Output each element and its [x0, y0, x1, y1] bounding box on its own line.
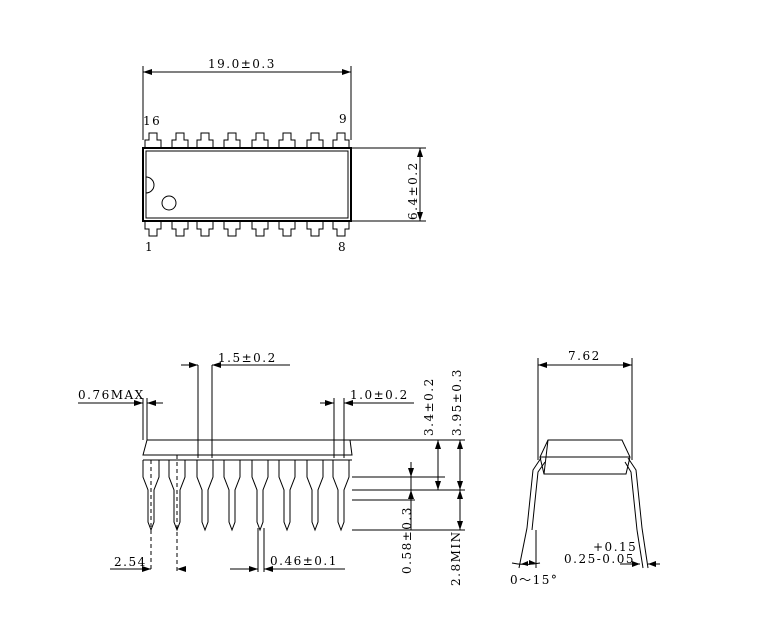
width-dim-label: 6.4±0.2: [406, 161, 420, 220]
front-lead: [223, 460, 241, 532]
pin-9-label: 9: [339, 112, 348, 126]
front-view: 1.5±0.2 0.76MAX 1.0±0.2 3.4±0.2 3.95±0.: [78, 351, 465, 586]
pin-1-label: 1: [145, 240, 154, 254]
front-lead: [306, 460, 324, 532]
front-lead: [278, 460, 296, 532]
pitch-label: 2.54: [114, 555, 147, 569]
front-lead: [196, 460, 214, 532]
bottom-pin: [332, 221, 350, 237]
bottom-pin: [223, 221, 241, 237]
top-pin: [251, 132, 269, 148]
lead-length-label: 2.8MIN: [449, 530, 463, 586]
pin1-notch: [145, 176, 155, 194]
total-height-label: 3.95±0.3: [450, 368, 464, 436]
bottom-pin: [196, 221, 214, 237]
end-lead-label: 1.0±0.2: [350, 388, 409, 402]
standoff-label: 0.58±0.3: [400, 506, 414, 574]
bottom-pin: [144, 221, 162, 237]
pin-8-label: 8: [338, 240, 347, 254]
package-body-inner: [145, 150, 349, 219]
front-lead: [251, 460, 269, 532]
top-pin: [196, 132, 214, 148]
length-dim-label: 19.0±0.3: [208, 57, 276, 71]
top-pin: [171, 132, 189, 148]
row-spacing-label: 7.62: [568, 349, 601, 363]
end-overhang-label: 0.76MAX: [78, 388, 145, 402]
top-pin: [144, 132, 162, 148]
thickness-label: 0.25-0.05: [564, 552, 635, 566]
front-body: [142, 439, 353, 456]
lead-width-top-label: 1.5±0.2: [218, 351, 277, 365]
bottom-pin-row: [144, 221, 350, 237]
lead-width-label: 0.46±0.1: [270, 554, 338, 568]
top-pin: [332, 132, 350, 148]
bottom-pin: [251, 221, 269, 237]
top-view: 19.0±0.3 6.4±0.2 16 9 1 8: [142, 57, 426, 254]
side-lead-right: [627, 457, 643, 529]
top-pin-row: [144, 132, 350, 148]
angle-label: 0～15°: [510, 573, 558, 587]
tolerance-plus-label: +0.15: [593, 540, 637, 554]
bottom-pin: [278, 221, 296, 237]
bottom-pin: [171, 221, 189, 237]
pin1-marker: [161, 195, 177, 211]
package-body: [142, 147, 352, 222]
top-pin: [223, 132, 241, 148]
pin-16-label: 16: [143, 114, 161, 128]
front-lead: [168, 460, 186, 532]
top-pin: [278, 132, 296, 148]
front-lead: [332, 460, 350, 532]
side-lead-left: [526, 457, 542, 529]
bottom-pin: [306, 221, 324, 237]
side-view: 7.62 0～15° +0.15 0.25-0.05: [510, 349, 660, 587]
top-pin: [306, 132, 324, 148]
front-lead-row: [142, 460, 350, 532]
body-height-label: 3.4±0.2: [422, 377, 436, 436]
